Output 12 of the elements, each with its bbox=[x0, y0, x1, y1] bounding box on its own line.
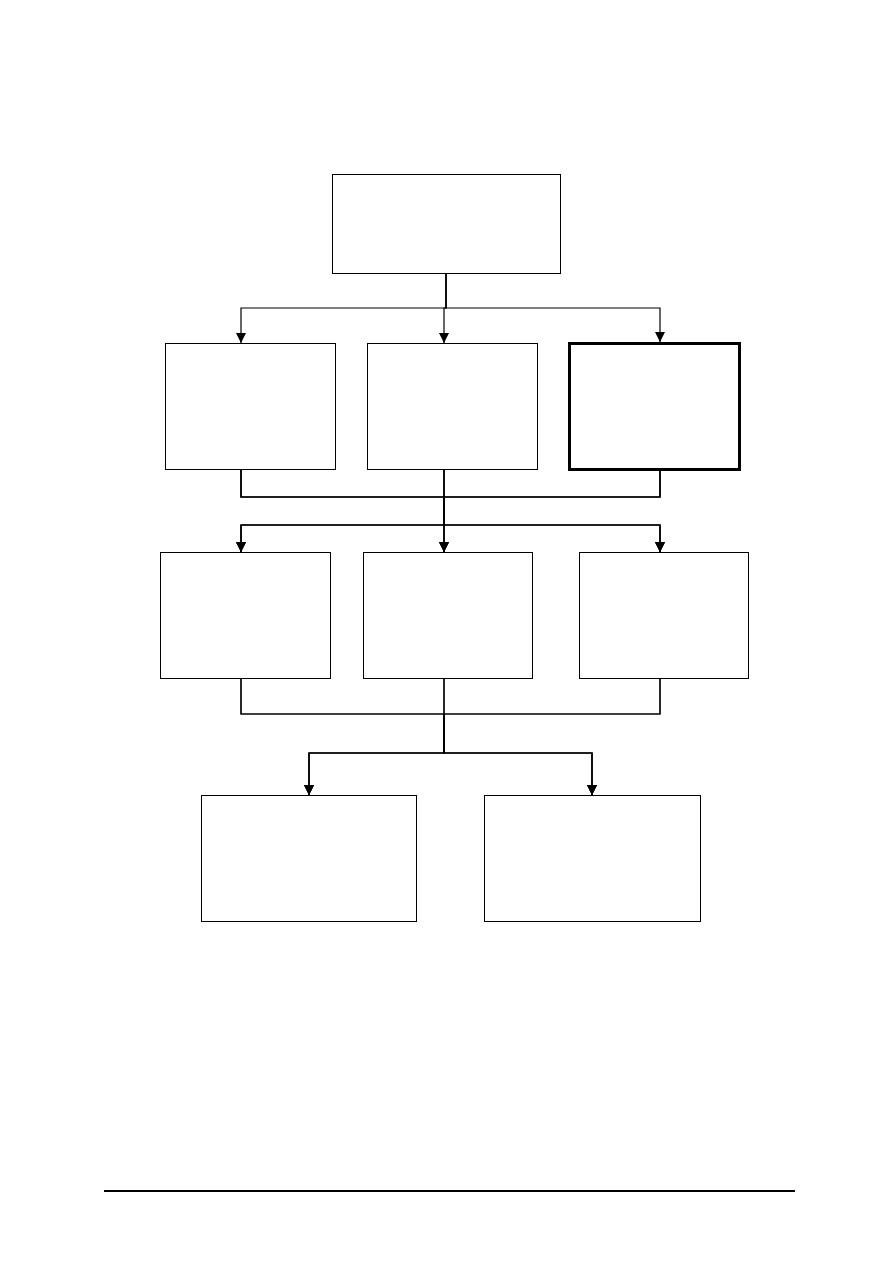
empty-box bbox=[363, 552, 533, 679]
branching-arrow bbox=[240, 678, 661, 796]
empty-box bbox=[579, 552, 749, 679]
empty-box bbox=[367, 343, 538, 470]
empty-box bbox=[165, 343, 336, 470]
empty-box bbox=[484, 795, 701, 922]
empty-box bbox=[332, 174, 561, 274]
branching-arrow bbox=[236, 469, 665, 553]
empty-box bbox=[201, 795, 417, 922]
empty-box bbox=[160, 552, 331, 679]
empty-box bbox=[568, 342, 741, 471]
branching-arrow bbox=[236, 273, 665, 344]
